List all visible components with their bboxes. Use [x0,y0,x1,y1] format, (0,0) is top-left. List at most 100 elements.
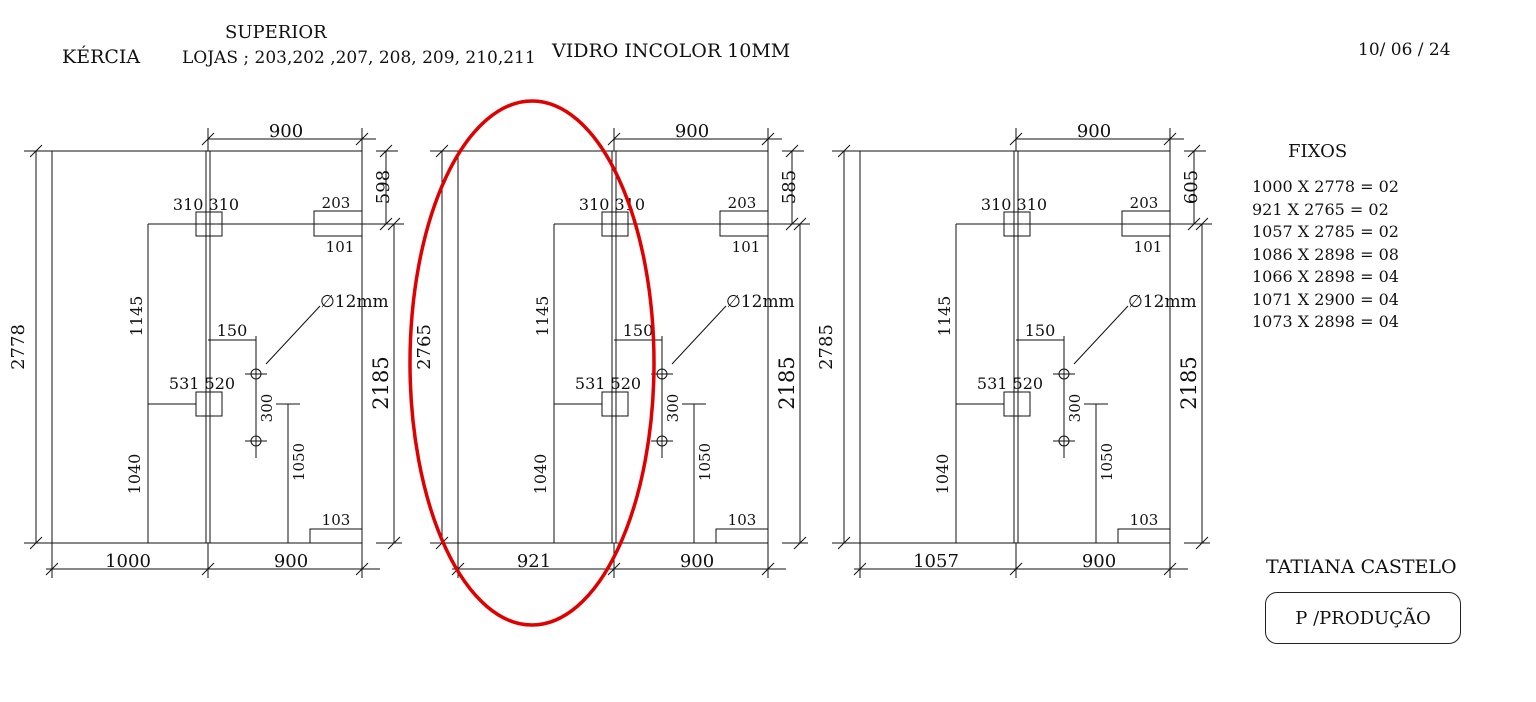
dimension-tick [1195,217,1209,231]
bottom-fitting [309,528,363,544]
dimension-tick [29,144,43,158]
dimension-tick [29,536,43,550]
diameter-leader [671,305,727,365]
dimension-tick [201,132,215,146]
dimension-tick [1187,217,1201,231]
bottom-hinge-label: 531 520 [169,374,235,393]
hole-height-label: 1050 [1098,443,1116,481]
left-width-label: 1057 [913,551,959,572]
dimension-tick [379,144,393,158]
dimension-tick [1187,144,1201,158]
top-gap-label: 605 [1181,170,1202,204]
drawing-date: 10/ 06 / 24 [1358,40,1451,60]
top-width-label: 900 [269,121,303,142]
fitting-code-label: 101 [1134,238,1163,256]
dimension-tick [355,132,369,146]
offset-label: 150 [217,321,248,340]
dimension-tick [761,562,775,576]
highlight-ellipse [408,99,656,627]
dimension-tick [1195,536,1209,550]
top-hinge-box [1003,211,1031,237]
dimension-tick [201,562,215,576]
hole-spacing-label: 300 [664,394,682,423]
hole-spacing-label: 300 [1066,394,1084,423]
dimension-tick [379,217,393,231]
fitting-code-label: 203 [1130,194,1159,212]
dimension-tick [387,536,401,550]
dimension-tick [1163,562,1177,576]
hole-spacing-label: 300 [258,394,276,423]
stores-list: LOJAS ; 203,202 ,207, 208, 209, 210,211 [182,48,536,68]
production-stamp: P /PRODUÇÃO [1265,592,1461,644]
fixos-list: 1000 X 2778 = 02 921 X 2765 = 02 1057 X … [1252,176,1399,334]
panel-outline [51,150,363,544]
hole-diameter-label: ∅12mm [320,292,389,312]
upper-height-label: 1145 [533,296,552,337]
bottom-hinge-box [195,391,223,417]
right-height-label: 2185 [775,356,799,409]
right-width-label: 900 [1082,551,1116,572]
top-gap-label: 598 [373,170,394,204]
right-height-label: 2185 [1177,356,1201,409]
fitting-code-label: 103 [1130,511,1159,529]
fixos-item: 1000 X 2778 = 02 [1252,177,1399,196]
dimension-tick [785,217,799,231]
left-width-label: 921 [517,551,551,572]
lower-height-label: 1040 [933,454,952,495]
panel-height-label: 2785 [816,324,837,370]
bottom-hinge-box [1003,391,1031,417]
top-hinge-box [195,211,223,237]
top-hinge-label: 310 310 [173,195,239,214]
upper-height-label: 1145 [127,296,146,337]
dimension-tick [1163,132,1177,146]
top-gap-label: 585 [779,170,800,204]
bottom-hinge-label: 531 520 [977,374,1043,393]
top-hinge-label: 310 310 [579,195,645,214]
diameter-leader [1073,305,1129,365]
top-width-label: 900 [1077,121,1111,142]
top-hinge-box [601,211,629,237]
dimension-tick [607,562,621,576]
fixos-item: 1086 X 2898 = 08 [1252,244,1399,264]
material-label: VIDRO INCOLOR 10MM [552,40,791,62]
dimension-tick [435,144,449,158]
panel-outline [457,150,769,544]
bottom-fitting [1117,528,1171,544]
dimension-tick [1009,562,1023,576]
dimension-tick [355,562,369,576]
bottom-hinge-label: 531 520 [575,374,641,393]
lower-height-label: 1040 [125,454,144,495]
position-label: SUPERIOR [225,22,327,43]
dimension-tick [793,536,807,550]
hole-diameter-label: ∅12mm [726,292,795,312]
diameter-leader [265,305,321,365]
left-width-label: 1000 [105,551,151,572]
hole-height-label: 1050 [290,443,308,481]
fixos-item: 1071 X 2900 = 04 [1252,289,1399,309]
dimension-tick [837,144,851,158]
dimension-tick [761,132,775,146]
upper-height-label: 1145 [935,296,954,337]
bottom-hinge-box [601,391,629,417]
production-stamp-label: P /PRODUÇÃO [1295,607,1431,629]
dimension-tick [1009,132,1023,146]
dimension-tick [45,562,59,576]
bottom-fitting [715,528,769,544]
top-width-label: 900 [675,121,709,142]
dimension-tick [853,562,867,576]
fixos-item: 1073 X 2898 = 04 [1252,312,1399,331]
hole-diameter-label: ∅12mm [1128,292,1197,312]
dimension-tick [607,132,621,146]
dimension-tick [387,217,401,231]
panel-outline [859,150,1171,544]
fixos-item: 921 X 2765 = 02 [1252,199,1389,219]
fitting-code-label: 203 [728,194,757,212]
client-name: KÉRCIA [62,46,141,68]
lower-height-label: 1040 [531,454,550,495]
panel-height-label: 2778 [8,324,29,370]
fitting-code-label: 103 [322,511,351,529]
dimension-tick [837,536,851,550]
signature: TATIANA CASTELO [1266,556,1457,578]
fitting-code-label: 101 [326,238,355,256]
